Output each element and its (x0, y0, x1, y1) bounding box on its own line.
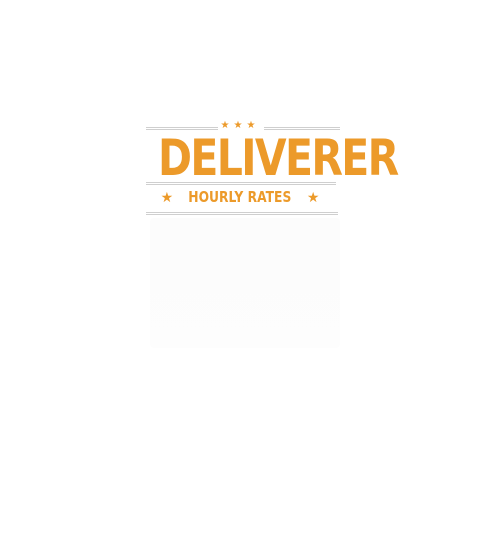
top-left-rule (146, 127, 218, 130)
top-right-rule (264, 127, 340, 130)
shirt-graphic: ★★★ DELIVERER ★ HOURLY RATES ★ (140, 118, 399, 358)
left-star-icon: ★ (160, 190, 174, 206)
bottom-rule (146, 212, 338, 215)
graphic-subtitle-row: ★ HOURLY RATES ★ (140, 188, 340, 207)
graphic-title: DELIVERER (158, 129, 399, 187)
middle-rule (146, 182, 336, 185)
faint-white-artwork (150, 218, 340, 348)
top-stars-icon: ★★★ (220, 120, 260, 131)
right-star-icon: ★ (306, 190, 320, 206)
graphic-subtitle: HOURLY RATES (188, 188, 292, 206)
